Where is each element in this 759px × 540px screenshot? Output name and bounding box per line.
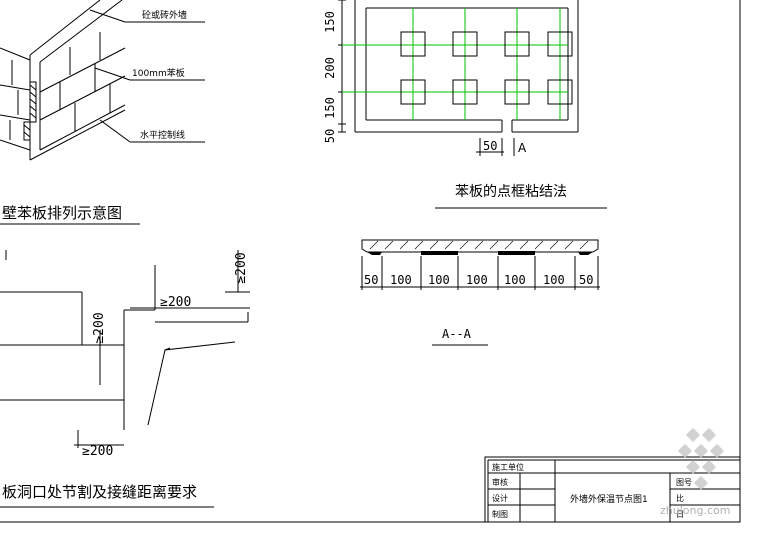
board-hatch — [23, 81, 37, 141]
label-control-line: 水平控制线 — [140, 129, 185, 141]
dim-v-150-top: 150 — [323, 11, 337, 33]
tb-right-0: 图号 — [676, 478, 692, 487]
tb-row-design: 设计 — [492, 493, 508, 503]
wall-detail-title: 壁苯板排列示意图 — [2, 204, 122, 222]
section-mark-a: A — [518, 141, 527, 155]
dim-v-200: 200 — [323, 57, 337, 79]
tb-right-1: 比 — [676, 493, 684, 503]
opening-dim-bottom: ≥200 — [82, 444, 113, 459]
sec-dim-3: 100 — [466, 273, 488, 287]
label-concrete-wall: 砼或砖外墙 — [142, 9, 187, 21]
opening-dim-top: ≥200 — [160, 295, 191, 310]
opening-dim-top-right: ≥200 — [234, 252, 249, 283]
title-block — [484, 456, 741, 523]
opening-detail — [0, 250, 250, 448]
zhulong-logo-icon — [677, 427, 725, 491]
sec-dim-4: 100 — [504, 273, 526, 287]
section-a-a: 50 100 100 100 100 100 50 — [360, 239, 600, 290]
tb-row-draw: 制图 — [492, 509, 508, 519]
tb-right-2: 日 — [676, 510, 684, 519]
tb-drawing-name: 外墙外保温节点图1 — [570, 493, 648, 505]
opening-title: 板洞口处节割及接缝距离要求 — [2, 483, 197, 501]
wall-board-detail — [0, 0, 126, 161]
opening-dim-left: ≥200 — [92, 312, 107, 343]
tb-row-construction: 施工单位 — [492, 462, 524, 472]
green-control-grid — [342, 8, 568, 120]
watermark-text: zhulong.com — [660, 504, 730, 517]
sec-dim-2: 100 — [428, 273, 450, 287]
adhesive-dots — [400, 31, 573, 105]
sec-dim-0: 50 — [364, 273, 378, 287]
sec-dim-5: 100 — [543, 273, 565, 287]
label-board: 100mm苯板 — [132, 67, 185, 79]
wall-leaders — [89, 9, 205, 143]
tb-row-review: 审核 — [492, 477, 508, 487]
dim-v-150-bottom: 150 — [323, 97, 337, 119]
dot-frame-title: 苯板的点框粘结法 — [455, 183, 567, 200]
sec-dim-1: 100 — [390, 273, 412, 287]
dot-frame-plan: 150 200 150 50 50 A — [323, 0, 579, 156]
section-label: A--A — [442, 327, 472, 341]
dim-v-50: 50 — [323, 129, 337, 143]
sec-dim-6: 50 — [579, 273, 593, 287]
dim-bottom-50: 50 — [483, 139, 497, 153]
